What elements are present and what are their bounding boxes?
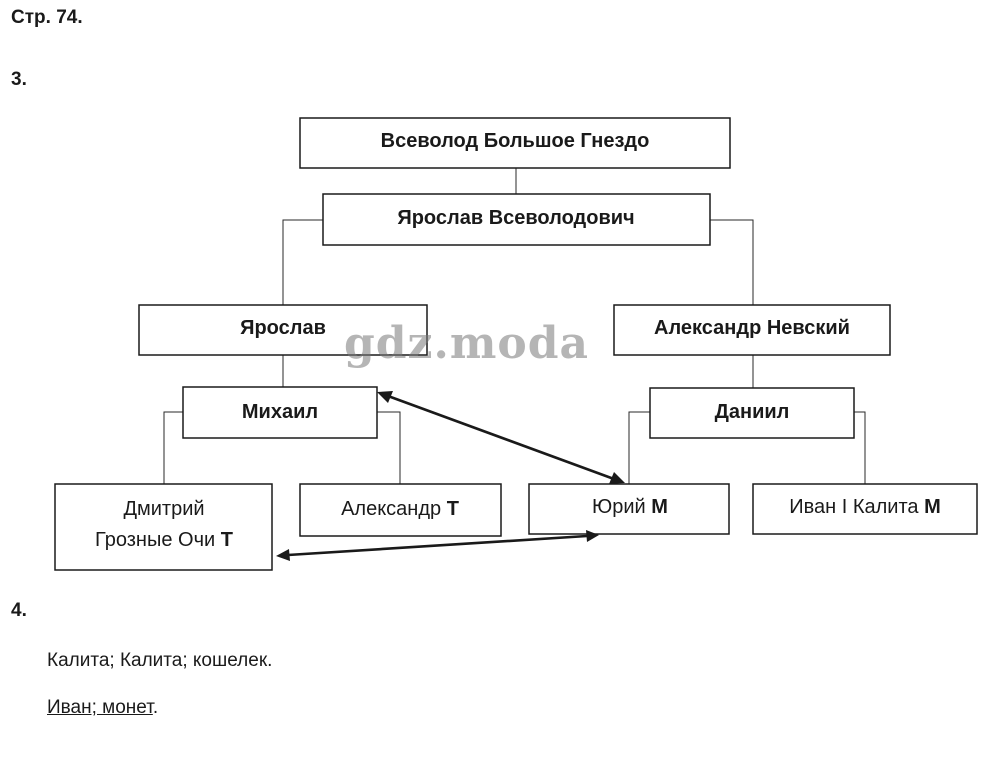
node-dmitry: Дмитрий Грозные Очи Т	[54, 483, 273, 571]
node-yaroslav: Ярослав	[138, 304, 428, 356]
arrow-mikhail-yury	[377, 391, 625, 484]
node-yaroslav-vsevolodovich: Ярослав Всеволодович	[322, 193, 711, 246]
node-yury-label: Юрий М	[592, 496, 668, 518]
node-alexander-nevsky: Александр Невский	[613, 304, 891, 356]
node-alexander-name: Александр	[341, 498, 441, 520]
page-heading: Стр. 74.	[11, 7, 83, 28]
connector-to-yaroslav	[282, 219, 323, 305]
node-alexander: Александр Т	[299, 483, 502, 537]
watermark: gdz.moda	[344, 318, 590, 369]
arrow-dmitry-yury	[276, 530, 599, 561]
task-4-answer-line-1: Калита; Калита; кошелек.	[47, 650, 273, 671]
task-3-heading: 3.	[11, 69, 27, 90]
node-alexander-mark: Т	[447, 498, 459, 520]
node-ivan: Иван I Калита М	[752, 483, 978, 535]
node-yury-mark: М	[651, 496, 668, 518]
node-ivan-mark: М	[924, 496, 941, 518]
node-yaroslav-label: Ярослав	[240, 317, 326, 339]
node-yaroslav-vsevolodovich-label: Ярослав Всеволодович	[397, 207, 634, 229]
connector-to-yury	[628, 411, 650, 484]
node-alexander-label: Александр Т	[341, 498, 459, 520]
task-4-heading: 4.	[11, 600, 27, 621]
connector-to-dmitry	[163, 411, 183, 484]
node-mikhail: Михаил	[182, 386, 378, 439]
connector-to-alexander-nevsky	[710, 219, 754, 305]
node-dmitry-name: Грозные Очи	[95, 529, 215, 551]
node-vsevolod-label: Всеволод Большое Гнездо	[381, 130, 650, 152]
task-4-answer-period: .	[152, 697, 159, 718]
node-daniil: Даниил	[649, 387, 855, 439]
tree-connectors	[163, 168, 866, 484]
task-4-answer-underlined: Иван; монет	[47, 697, 153, 718]
node-alexander-nevsky-label: Александр Невский	[654, 317, 850, 339]
task-4-answer-line-2: Иван; монет.	[47, 697, 158, 719]
family-tree-diagram: Всеволод Большое Гнездо Ярослав Всеволод…	[54, 117, 978, 571]
node-dmitry-label-line1: Дмитрий	[123, 498, 204, 520]
connector-to-alexander	[377, 411, 401, 484]
node-dmitry-label-line2: Грозные Очи Т	[95, 529, 233, 551]
connector-to-ivan	[854, 411, 866, 484]
node-mikhail-label: Михаил	[242, 401, 318, 423]
node-yury-name: Юрий	[592, 496, 646, 518]
node-ivan-name: Иван I Калита	[789, 496, 919, 518]
node-yury: Юрий М	[528, 483, 730, 535]
node-vsevolod: Всеволод Большое Гнездо	[299, 117, 731, 169]
node-dmitry-mark: Т	[221, 529, 233, 551]
node-daniil-label: Даниил	[715, 401, 790, 423]
node-ivan-label: Иван I Калита М	[789, 496, 941, 518]
